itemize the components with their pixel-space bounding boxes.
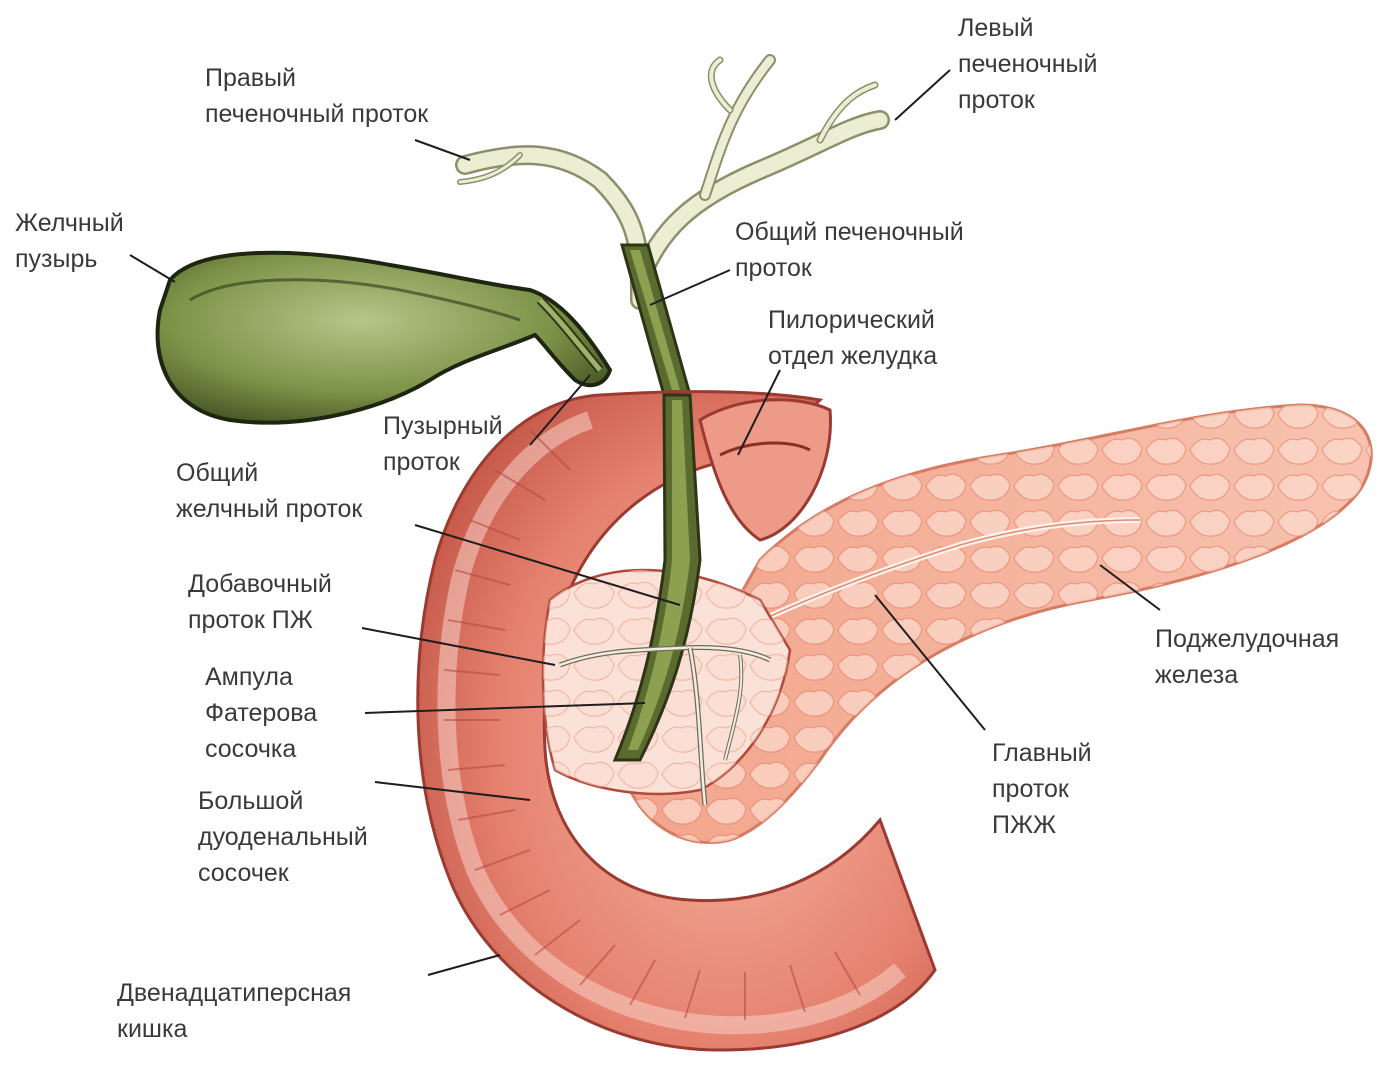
label-line: Левый: [958, 10, 1097, 46]
label-line: сосочек: [198, 855, 368, 891]
label-line: проток: [383, 444, 503, 480]
label-common-bile-duct: Общий желчный проток: [176, 455, 362, 527]
label-line: Пузырный: [383, 408, 503, 444]
label-line: дуоденальный: [198, 819, 368, 855]
label-pancreas: Поджелудочная железа: [1155, 621, 1339, 693]
label-line: кишка: [117, 1011, 351, 1047]
label-line: пузырь: [15, 241, 124, 277]
label-line: печеночный проток: [205, 96, 428, 132]
label-line: ПЖЖ: [992, 807, 1092, 843]
label-line: Главный: [992, 735, 1092, 771]
label-line: Правый: [205, 60, 428, 96]
label-line: проток: [992, 771, 1092, 807]
label-gallbladder: Желчный пузырь: [15, 205, 124, 277]
label-common-hepatic-duct: Общий печеночный проток: [735, 214, 964, 286]
label-line: сосочка: [205, 731, 317, 767]
label-left-hepatic-duct: Левый печеночный проток: [958, 10, 1097, 118]
label-line: отдел желудка: [768, 338, 937, 374]
label-line: Общий печеночный: [735, 214, 964, 250]
label-line: Двенадцатиперсная: [117, 975, 351, 1011]
label-line: Пилорический: [768, 302, 937, 338]
label-pyloric-stomach: Пилорический отдел желудка: [768, 302, 937, 374]
label-line: Добавочный: [188, 566, 332, 602]
label-ampulla-of-vater: Ампула Фатерова сосочка: [205, 659, 317, 767]
label-line: желчный проток: [176, 491, 362, 527]
label-major-duodenal-papilla: Большой дуоденальный сосочек: [198, 783, 368, 891]
gallbladder: [158, 253, 610, 423]
label-duodenum: Двенадцатиперсная кишка: [117, 975, 351, 1047]
label-line: Ампула: [205, 659, 317, 695]
label-line: проток: [735, 250, 964, 286]
label-line: Большой: [198, 783, 368, 819]
label-main-pancreatic-duct: Главный проток ПЖЖ: [992, 735, 1092, 843]
label-line: проток: [958, 82, 1097, 118]
label-line: железа: [1155, 657, 1339, 693]
label-line: Общий: [176, 455, 362, 491]
label-accessory-pancreatic-duct: Добавочный проток ПЖ: [188, 566, 332, 638]
label-right-hepatic-duct: Правый печеночный проток: [205, 60, 428, 132]
label-line: Желчный: [15, 205, 124, 241]
label-line: Поджелудочная: [1155, 621, 1339, 657]
label-cystic-duct: Пузырный проток: [383, 408, 503, 480]
label-line: Фатерова: [205, 695, 317, 731]
label-line: печеночный: [958, 46, 1097, 82]
label-line: проток ПЖ: [188, 602, 332, 638]
